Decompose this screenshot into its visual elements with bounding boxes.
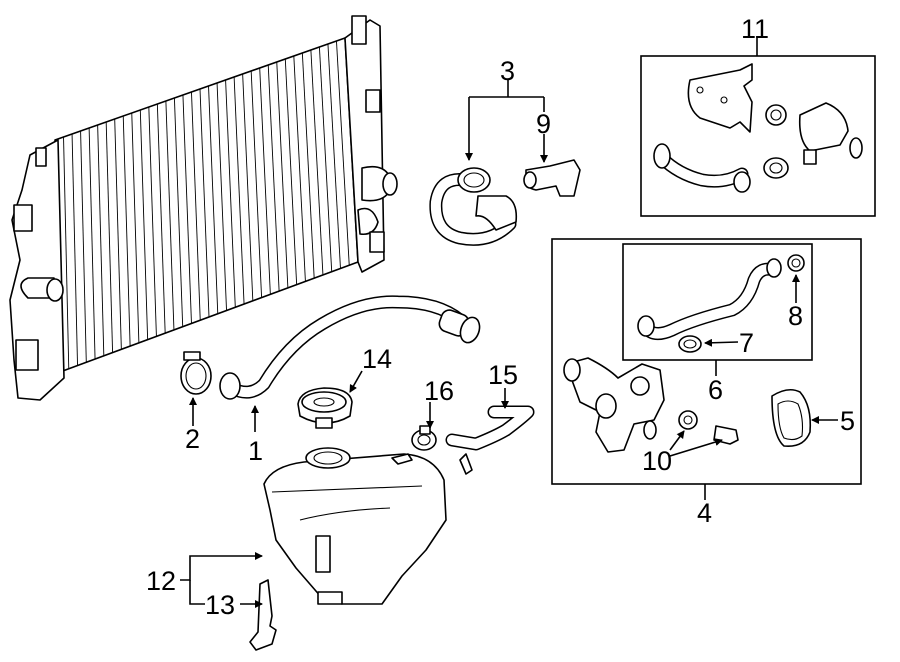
callout-12: 12 — [146, 566, 176, 596]
callout-6: 6 — [708, 375, 723, 405]
water-pump-kit — [653, 63, 863, 193]
pump-kit-box — [640, 55, 876, 217]
upper-hose — [429, 167, 518, 246]
reservoir-cap — [297, 387, 353, 429]
callout-4: 4 — [697, 498, 712, 528]
callout-labels: 1 2 3 4 5 6 7 8 9 10 11 12 13 14 15 16 — [146, 14, 855, 620]
level-sensor — [249, 579, 277, 651]
callout-10: 10 — [642, 446, 672, 476]
bleed-pipe — [445, 405, 535, 475]
pipe-kit-box — [622, 243, 813, 361]
callout-2: 2 — [185, 424, 200, 454]
callout-9: 9 — [536, 109, 551, 139]
leader-lines — [180, 38, 838, 608]
radiator-hose — [219, 295, 481, 400]
outlet-kit-box — [551, 238, 862, 485]
hose-clamp — [180, 351, 212, 395]
callout-1: 1 — [248, 436, 263, 466]
callout-7: 7 — [739, 328, 754, 358]
water-outlet — [563, 357, 812, 453]
coolant-pipe — [637, 254, 805, 353]
callout-5: 5 — [840, 406, 855, 436]
callout-15: 15 — [488, 360, 518, 390]
callout-3: 3 — [500, 56, 515, 86]
radiator-fins — [63, 40, 350, 369]
callout-11: 11 — [741, 14, 769, 44]
radiator — [9, 15, 398, 401]
callout-16: 16 — [424, 376, 454, 406]
coolant-reservoir — [263, 447, 447, 605]
hose-clamp-small — [411, 425, 437, 451]
hose-fitting — [523, 159, 581, 197]
callout-14: 14 — [362, 344, 392, 374]
callout-8: 8 — [788, 301, 803, 331]
callout-13: 13 — [205, 590, 235, 620]
